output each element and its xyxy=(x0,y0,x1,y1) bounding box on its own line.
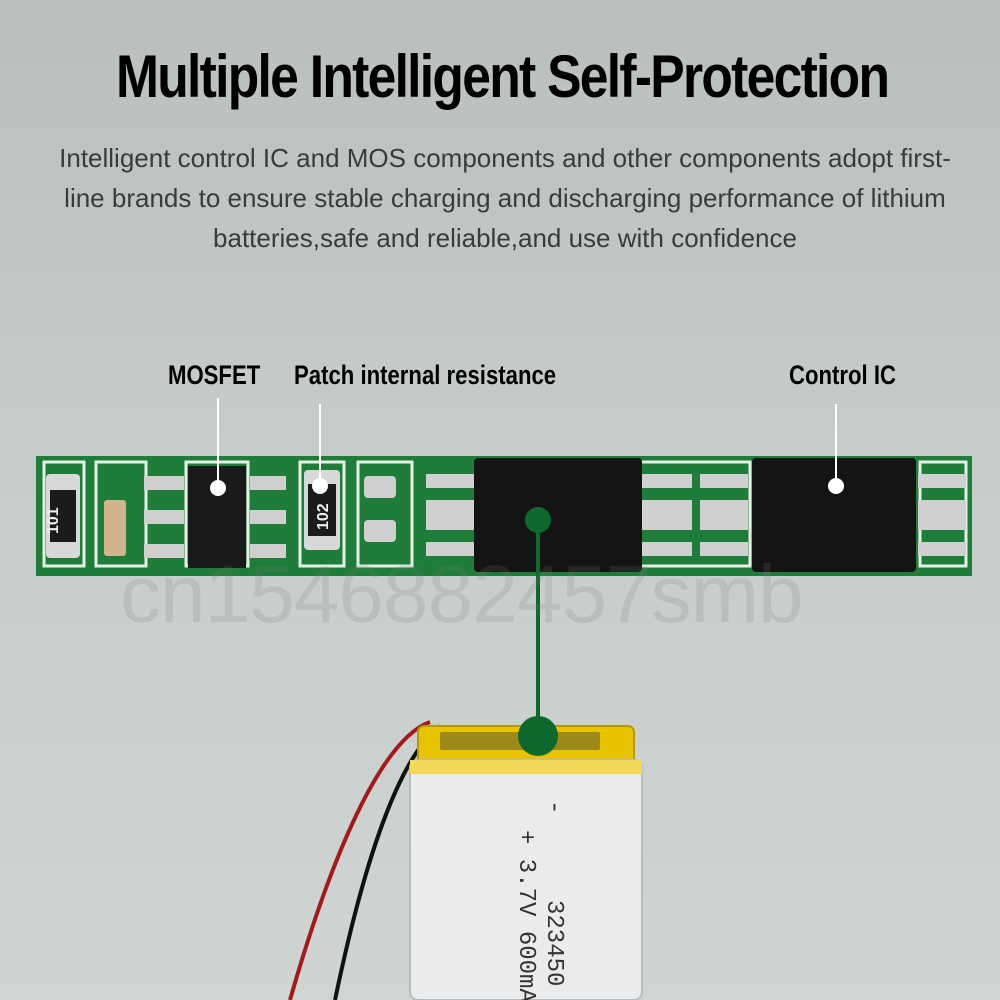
control-ic-pointer-dot xyxy=(828,478,844,494)
resistor-101: 101 xyxy=(45,474,80,558)
connector-top-dot xyxy=(525,507,551,533)
control-ic-label: Control IC xyxy=(789,360,896,390)
watermark-text: cn1546882457smb xyxy=(120,549,804,640)
red-wire xyxy=(288,720,431,1000)
mosfet-label: MOSFET xyxy=(168,360,261,390)
page-title: Multiple Intelligent Self-Protection xyxy=(115,43,890,110)
resistor-102: 102 xyxy=(304,470,340,550)
control-ic-chip xyxy=(752,458,966,572)
battery-model-text: 323450 xyxy=(540,900,567,986)
resistance-label: Patch internal resistance xyxy=(294,360,557,390)
lithium-battery: + 3.7V 600mAh 323450 - xyxy=(409,725,643,1000)
description-text: Intelligent control IC and MOS component… xyxy=(59,143,951,253)
mosfet-pointer-dot xyxy=(210,480,226,496)
mosfet-chip-large xyxy=(426,458,692,572)
resistor-101-code: 101 xyxy=(45,507,62,534)
resistance-pointer-dot xyxy=(312,478,328,494)
connector-bottom-dot xyxy=(518,716,558,756)
capacitor xyxy=(104,500,126,556)
resistor-102-code: 102 xyxy=(315,503,332,530)
protection-pcb: 101 102 xyxy=(36,456,972,576)
battery-minus-text: - xyxy=(540,800,567,814)
battery-spec-text: + 3.7V 600mAh xyxy=(512,830,539,1000)
